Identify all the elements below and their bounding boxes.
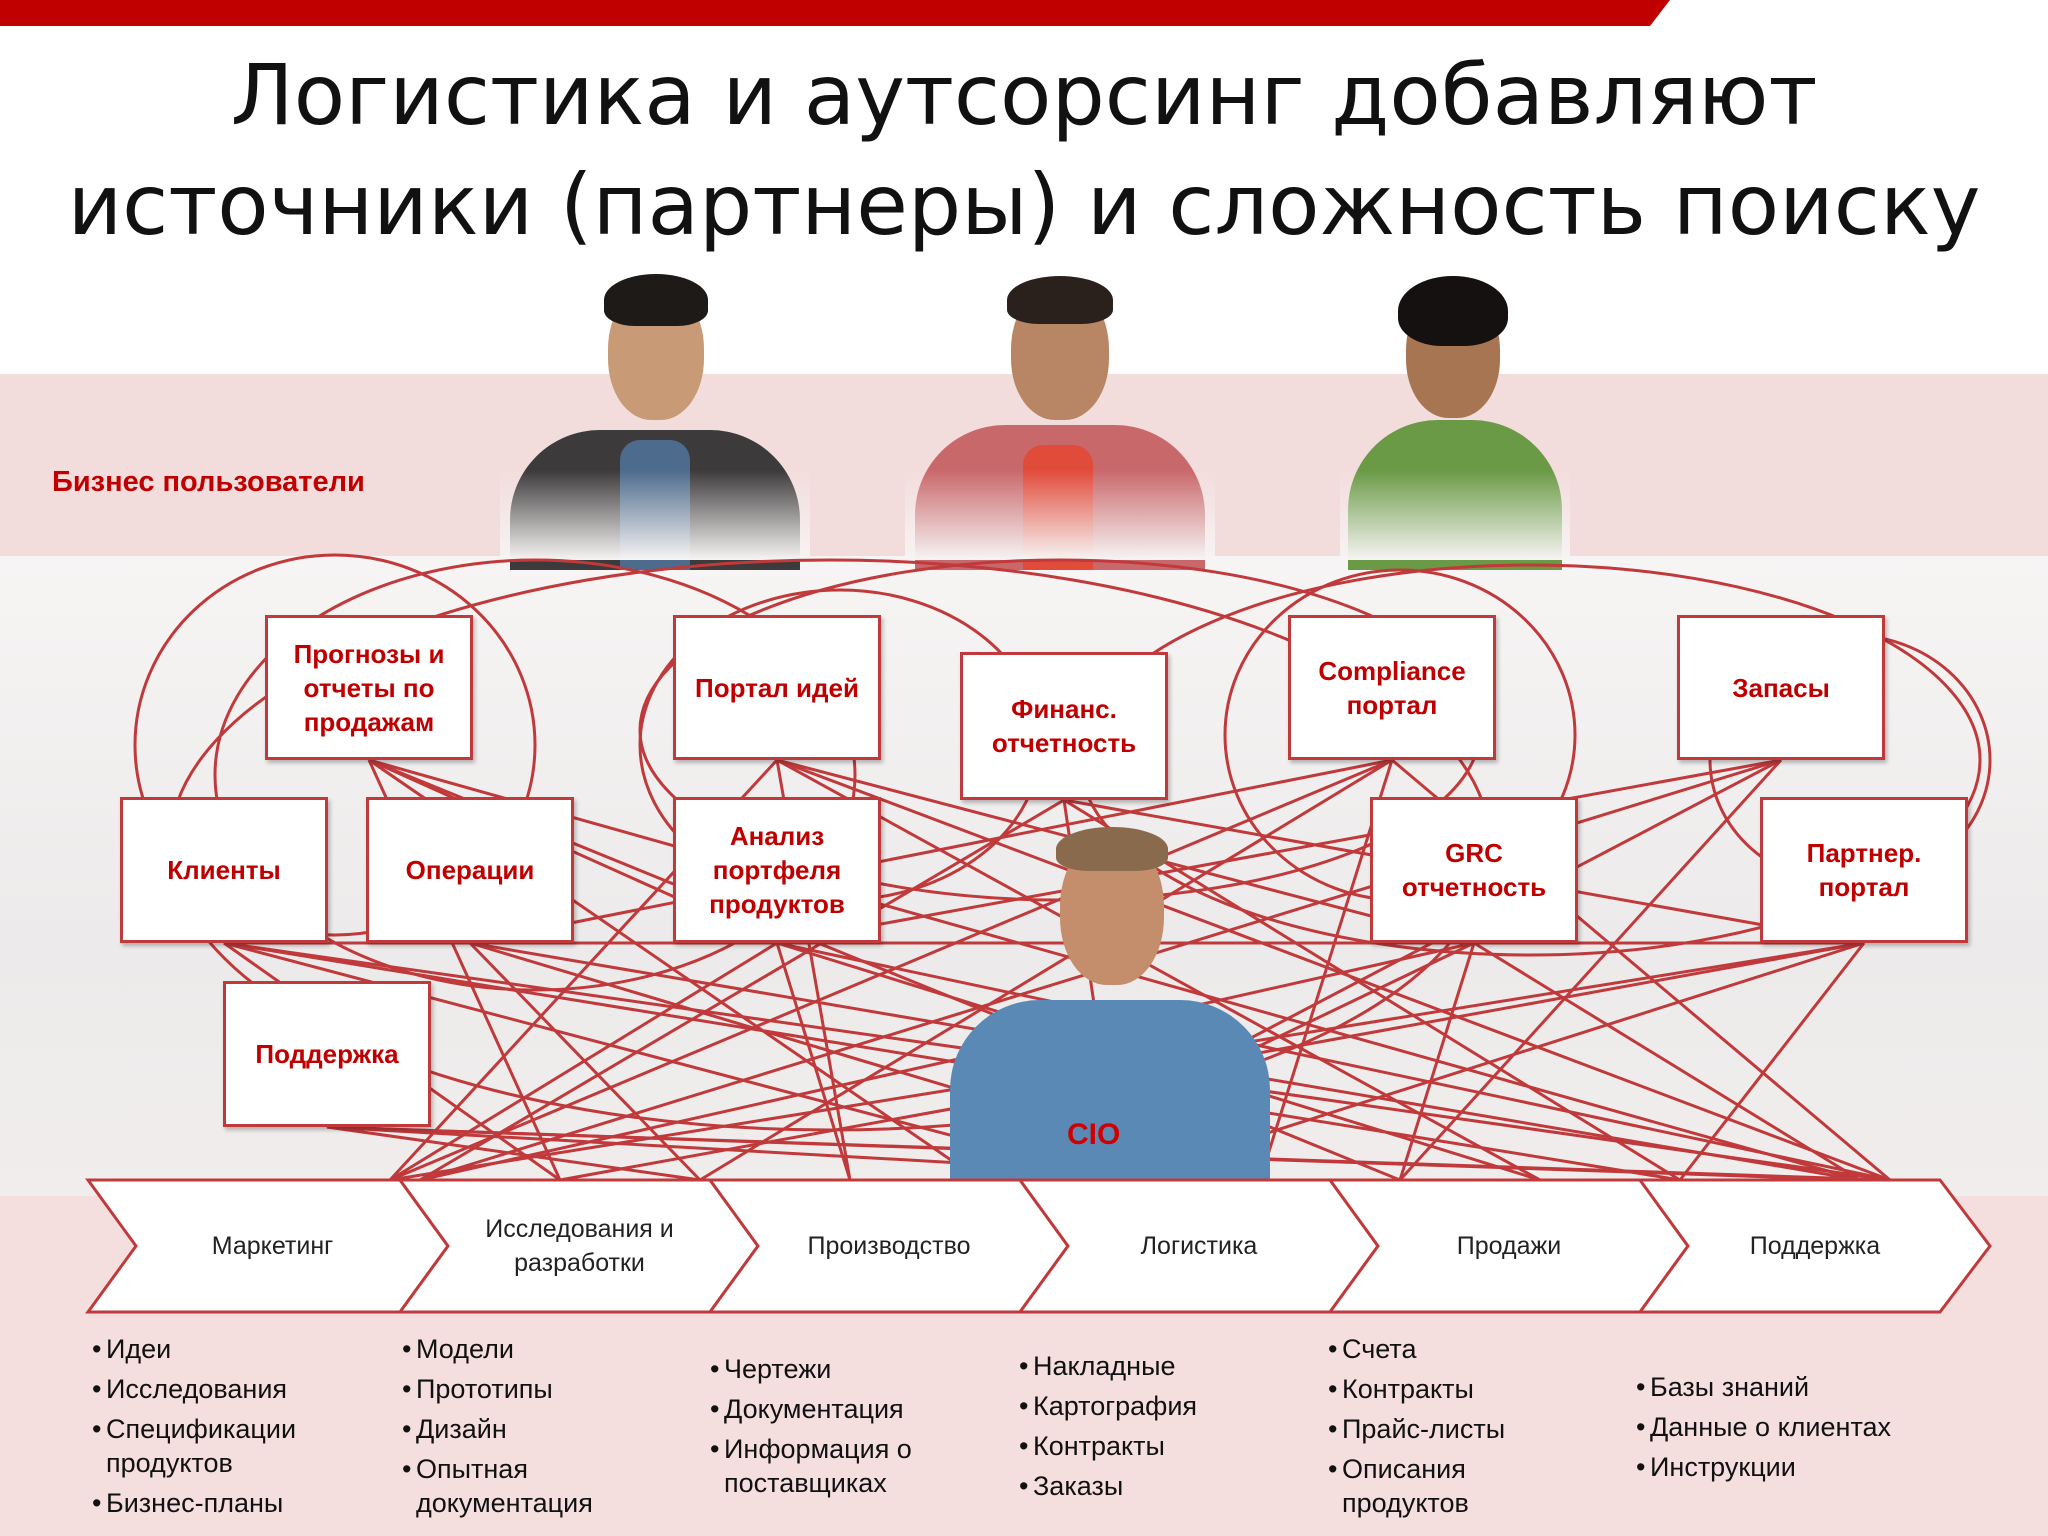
box-clients: Клиенты <box>120 797 328 943</box>
link-line <box>776 758 1541 1182</box>
value-chain <box>85 1178 1992 1314</box>
list-item: Заказы <box>1019 1466 1269 1506</box>
link-line <box>1678 942 1866 1181</box>
link-line <box>419 941 1475 1182</box>
list-production: Чертежи Документация Информация о постав… <box>710 1349 950 1500</box>
link-line <box>326 1125 701 1182</box>
loop-left-2 <box>213 558 857 992</box>
list-item: Базы знаний <box>1636 1367 1936 1407</box>
link-line <box>469 758 1393 945</box>
list-item: Накладные <box>1019 1346 1269 1386</box>
top-accent-bar <box>0 0 1670 26</box>
box-inventory: Запасы <box>1677 615 1885 760</box>
cio-photo <box>940 825 1280 1180</box>
list-item: Опытная документация <box>402 1452 632 1520</box>
business-user-photo-3 <box>1340 270 1570 570</box>
chevron-support <box>1637 1178 1992 1314</box>
chain-label-production: Производство <box>807 1232 971 1260</box>
link-line <box>776 941 1891 1182</box>
link-line <box>1398 942 1476 1181</box>
list-item: Прайс-листы <box>1328 1409 1558 1449</box>
list-item: Модели <box>402 1329 632 1369</box>
cio-label: CIO <box>1067 1118 1121 1151</box>
business-user-photo-2 <box>905 270 1215 570</box>
list-item: Информация о поставщиках <box>710 1432 950 1500</box>
list-item: Счета <box>1328 1329 1558 1369</box>
title-line-2: источники (партнеры) и сложность поиску <box>67 156 1981 254</box>
business-user-photo-1 <box>500 270 810 570</box>
list-logistics: Накладные Картография Контракты Заказы <box>1019 1346 1269 1506</box>
list-support: Базы знаний Данные о клиентах Инструкции <box>1636 1367 1936 1487</box>
business-users-label: Бизнес пользователи <box>52 466 365 498</box>
box-operations: Операции <box>366 797 574 943</box>
chain-label-marketing: Маркетинг <box>211 1232 334 1260</box>
chain-label-support: Поддержка <box>1749 1232 1881 1260</box>
page-title: Логистика и аутсорсинг добавляют источни… <box>0 40 2048 260</box>
list-item: Инструкции <box>1636 1447 1936 1487</box>
chain-label-logistics: Логистика <box>1140 1232 1258 1260</box>
box-portfolio-analysis: Анализ портфеля продуктов <box>673 797 881 943</box>
list-item: Контракты <box>1019 1426 1269 1466</box>
list-marketing: Идеи Исследования Спецификации продуктов… <box>92 1329 332 1523</box>
link-line <box>776 758 1891 1182</box>
box-support: Поддержка <box>223 981 431 1127</box>
list-item: Описания продуктов <box>1328 1452 1558 1520</box>
box-financial-reporting: Финанс. отчетность <box>960 652 1168 800</box>
list-rnd: Модели Прототипы Дизайн Опытная документ… <box>402 1329 632 1520</box>
link-line <box>1473 941 1861 1182</box>
list-item: Прототипы <box>402 1369 632 1409</box>
list-item: Документация <box>710 1389 950 1429</box>
link-line <box>699 758 1393 1182</box>
list-item: Данные о клиентах <box>1636 1407 1936 1447</box>
link-line <box>775 942 852 1181</box>
list-item: Дизайн <box>402 1409 632 1449</box>
title-line-1: Логистика и аутсорсинг добавляют <box>230 46 1818 144</box>
box-compliance-portal: Compliance портал <box>1288 615 1496 760</box>
list-item: Исследования <box>92 1369 332 1409</box>
box-sales-forecasts: Прогнозы и отчеты по продажам <box>265 615 473 760</box>
list-sales: Счета Контракты Прайс-листы Описания про… <box>1328 1329 1558 1520</box>
link-line <box>1398 758 1783 1182</box>
box-ideas-portal: Портал идей <box>673 615 881 760</box>
list-item: Идеи <box>92 1329 332 1369</box>
list-item: Чертежи <box>710 1349 950 1389</box>
chain-label-sales: Продажи <box>1456 1232 1562 1260</box>
chain-label-rnd: Исследования и разработки <box>485 1215 674 1277</box>
list-item: Спецификации продуктов <box>92 1412 332 1480</box>
link-line <box>389 941 778 1182</box>
link-line <box>776 758 1782 945</box>
list-item: Картография <box>1019 1386 1269 1426</box>
box-grc-reporting: GRC отчетность <box>1370 797 1578 943</box>
box-partner-portal: Партнер. портал <box>1760 797 1968 943</box>
list-item: Контракты <box>1328 1369 1558 1409</box>
loop-left-1 <box>133 553 537 937</box>
list-item: Бизнес-планы <box>92 1483 332 1523</box>
